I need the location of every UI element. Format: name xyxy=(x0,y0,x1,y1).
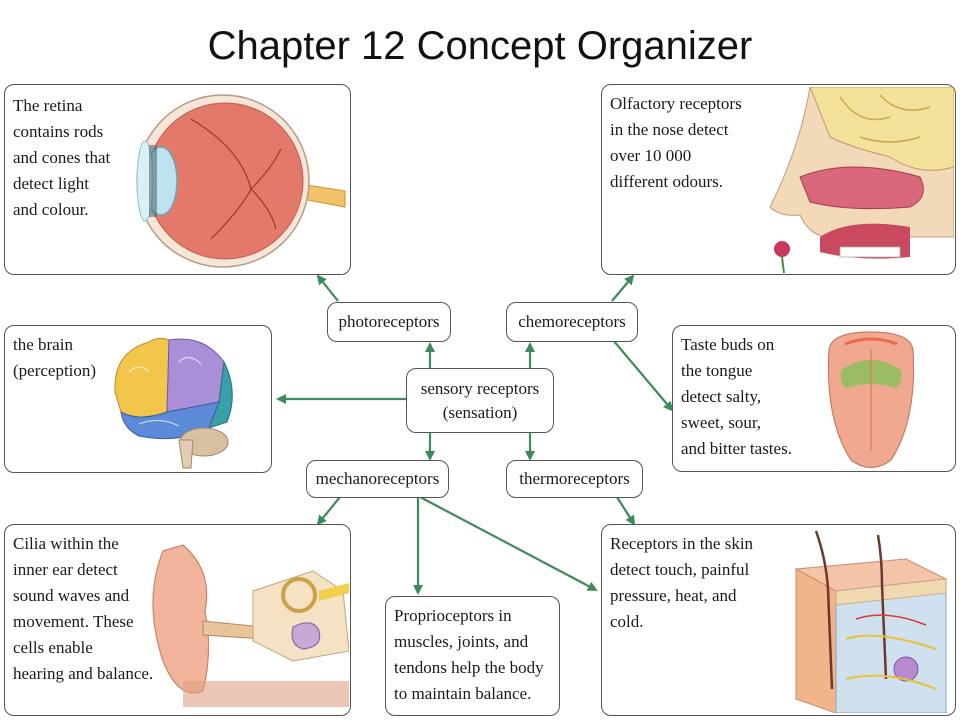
arrow-thermoreceptors-to-skin xyxy=(616,496,636,526)
page-title: Chapter 12 Concept Organizer xyxy=(207,24,753,68)
ear-illustration xyxy=(152,544,349,707)
brain-illustration xyxy=(114,337,233,469)
skin-illustration xyxy=(794,530,948,713)
chemoreceptors-node: chemoreceptors xyxy=(506,302,638,342)
thermoreceptors-node: thermoreceptors xyxy=(506,460,643,498)
olfactory-box: Olfactory receptors in the nose detect o… xyxy=(601,84,956,275)
olfactory-text: Olfactory receptors in the nose detect o… xyxy=(610,94,742,191)
brain-text: the brain (perception) xyxy=(13,335,97,380)
proprioceptors-text: Proprioceptors in muscles, joints, and t… xyxy=(394,606,544,703)
proprioceptors-box: Proprioceptors in muscles, joints, and t… xyxy=(385,596,560,716)
nose-illustration xyxy=(770,87,954,273)
arrow-mechanoreceptors-to-skin xyxy=(419,496,598,591)
arrow-chemoreceptors-to-taste xyxy=(612,339,674,412)
sensory-receptors-node: sensory receptors (sensation) xyxy=(406,368,554,433)
tongue-illustration xyxy=(827,331,915,469)
retina-text: The retina contains rods and cones that … xyxy=(13,96,111,219)
ear-text: Cilia within the inner ear detect sound … xyxy=(13,534,154,683)
brain-box: the brain (perception) xyxy=(4,325,272,473)
arrow-chemoreceptors-to-olfactory xyxy=(611,274,635,302)
eye-illustration xyxy=(136,94,346,268)
taste-text: Taste buds on the tongue detect salty, s… xyxy=(681,335,792,458)
taste-box: Taste buds on the tongue detect salty, s… xyxy=(672,325,956,472)
arrow-mechanoreceptors-to-ear xyxy=(316,496,341,526)
retina-box: The retina contains rods and cones that … xyxy=(4,84,351,275)
skin-box: Receptors in the skin detect touch, pain… xyxy=(601,524,956,716)
skin-text: Receptors in the skin detect touch, pain… xyxy=(610,534,754,631)
mechanoreceptors-node: mechanoreceptors xyxy=(306,460,449,498)
photoreceptors-node: photoreceptors xyxy=(327,302,451,342)
arrow-photoreceptors-to-retina xyxy=(316,274,339,302)
ear-box: Cilia within the inner ear detect sound … xyxy=(4,524,351,716)
